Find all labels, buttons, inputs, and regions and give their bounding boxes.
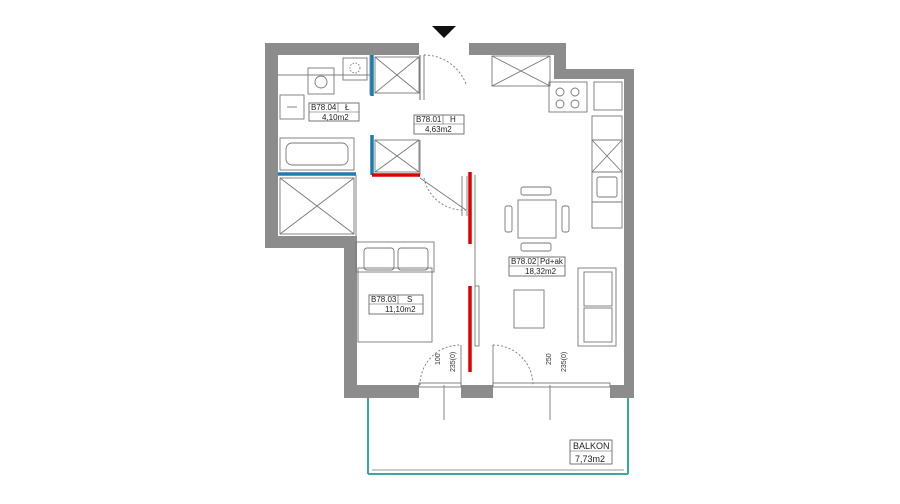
bed-icon: [357, 267, 433, 343]
room-area: 18,32m2: [525, 267, 557, 276]
wardrobe-icon: [374, 139, 420, 173]
right-window-height: 235(0): [561, 352, 568, 372]
room-type: S: [407, 295, 412, 304]
room-area: 11,10m2: [385, 305, 416, 314]
balcony-name: BALKON: [573, 441, 610, 451]
left-window-sill: 100: [435, 353, 442, 365]
room-code: B78.01: [416, 115, 442, 124]
room-type: H: [450, 115, 456, 124]
bathtub-icon: [279, 137, 355, 171]
left-window-height: 235(0): [450, 352, 457, 372]
entrance-arrow-icon: [432, 26, 456, 38]
coffee-table-icon: [513, 289, 545, 329]
room-label-bathroom: B78.04 Ł 4,10m2: [308, 102, 360, 122]
stove-icon: [548, 81, 588, 113]
room-type: Pd+ak: [540, 257, 564, 266]
kitchen-sink-icon: [591, 171, 623, 203]
living-furniture: [504, 186, 617, 347]
room-code: B78.03: [371, 295, 397, 304]
room-label-bedroom: B78.03 S 11,10m2: [368, 294, 424, 315]
shower-icon: [374, 56, 420, 94]
bedroom-furniture: [355, 241, 435, 343]
storage-icon: [279, 177, 355, 235]
toilet-icon: [307, 67, 335, 95]
installation-walls: [278, 55, 374, 176]
doors: [419, 54, 534, 386]
bathroom-fixtures: [279, 56, 420, 235]
room-area: 4,63m2: [425, 125, 452, 134]
room-label-living: B78.02 Pd+ak 18,32m2: [508, 256, 566, 277]
exterior-walls: [265, 43, 634, 398]
room-code: B78.04: [311, 103, 337, 112]
cabinet-icon: [491, 55, 551, 87]
room-code: B78.02: [511, 257, 537, 266]
fridge-icon: [591, 115, 623, 141]
room-type: Ł: [345, 103, 350, 112]
washbasin-icon: [342, 57, 368, 81]
room-area: 4,10m2: [322, 113, 349, 122]
right-window-sill: 250: [546, 353, 553, 365]
balcony: [367, 398, 629, 475]
sofa-icon: [577, 267, 617, 347]
window-dimensions: 100 235(0) 250 235(0): [435, 352, 568, 372]
room-label-balcony: BALKON 7,73m2: [569, 439, 613, 465]
kitchen-fixtures: [491, 55, 623, 229]
windows: [418, 382, 611, 420]
balcony-area: 7,73m2: [575, 454, 605, 464]
room-label-hall: B78.01 H 4,63m2: [413, 114, 465, 135]
new-walls: [372, 172, 472, 372]
dining-table-icon: [517, 199, 557, 239]
